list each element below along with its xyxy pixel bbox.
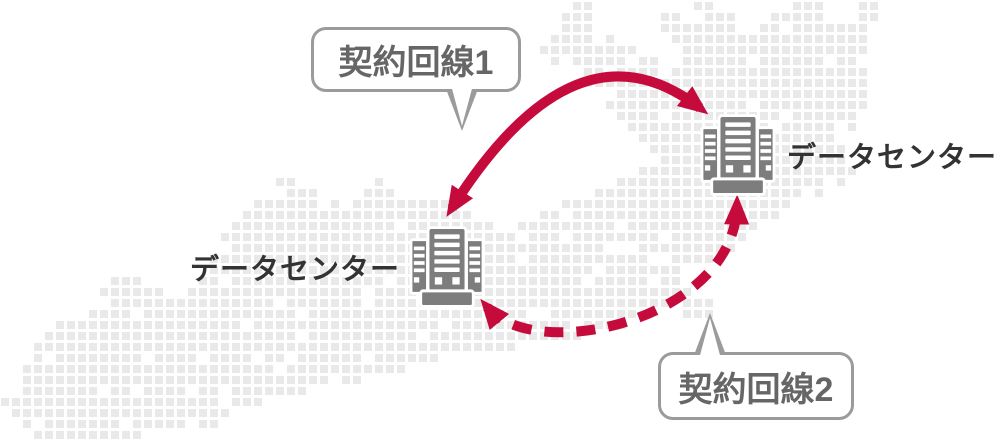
- callout-contract-line-2: 契約回線2: [658, 313, 854, 420]
- callout-contract-line-2-label: 契約回線2: [678, 370, 834, 409]
- building-icon: [700, 114, 776, 196]
- speech-tail-down-icon: [451, 85, 473, 126]
- callout-contract-line-1-label: 契約回線1: [338, 44, 494, 82]
- building-icon: [409, 226, 485, 308]
- datacenter-right-label: データセンター: [787, 142, 998, 174]
- callout-contract-line-1: 契約回線1: [311, 27, 521, 131]
- datacenter-left: データセンター: [190, 226, 485, 308]
- speech-tail-up-icon: [699, 318, 721, 359]
- datacenter-right: データセンター: [700, 114, 997, 196]
- datacenter-left-label: データセンター: [190, 254, 401, 286]
